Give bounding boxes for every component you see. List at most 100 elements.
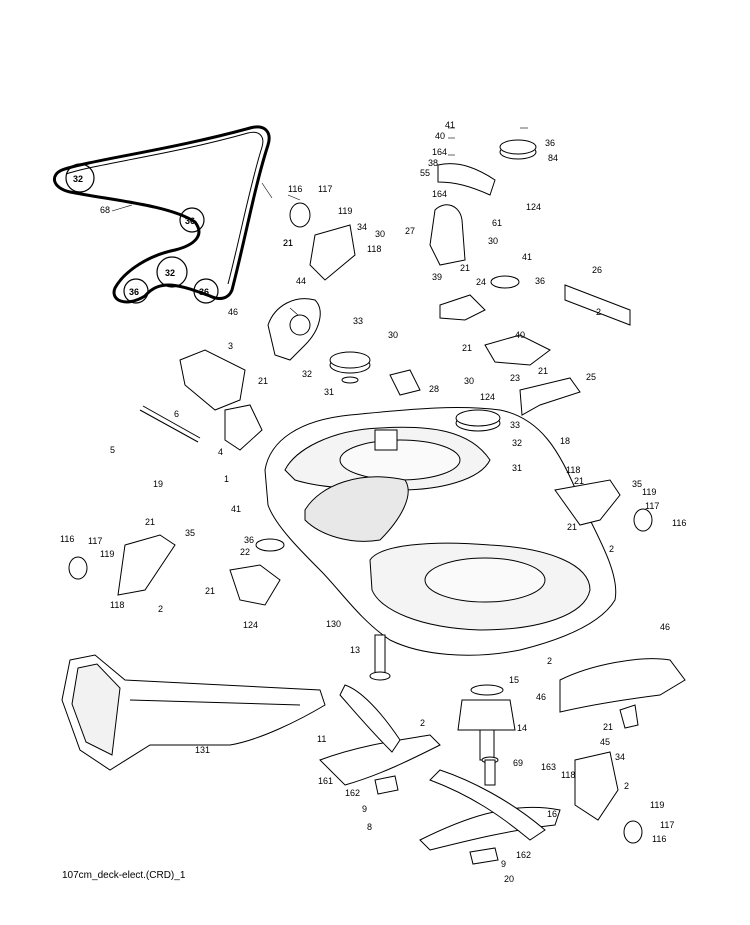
part-callout: 22	[240, 547, 250, 557]
part-callout: 27	[405, 226, 415, 236]
part-callout: 26	[592, 265, 602, 275]
belt-pulley-label: 32	[165, 268, 175, 278]
belt-pulley-36-left	[123, 278, 149, 304]
part-callout: 21	[283, 238, 293, 248]
part-callout: 31	[324, 387, 334, 397]
part-callout: 40	[515, 330, 525, 340]
part-callout: 18	[560, 436, 570, 446]
part-callout: 4	[218, 447, 223, 457]
part-callout: 40	[435, 131, 445, 141]
part-callout: 9	[501, 859, 506, 869]
part-callout: 31	[512, 463, 522, 473]
belt-routing-diagram	[53, 125, 271, 304]
part-callout: 116	[288, 184, 302, 194]
part-callout: 69	[513, 758, 523, 768]
part-callout: 117	[318, 184, 332, 194]
belt-pulley-36-right	[193, 278, 219, 304]
part-callout: 46	[228, 307, 238, 317]
part-callout: 119	[338, 206, 352, 216]
part-callout: 5	[110, 445, 115, 455]
belt-pulley-32-top	[65, 163, 95, 193]
belt-pulley-label: 32	[73, 174, 83, 184]
left-blade-2	[339, 684, 401, 753]
blades	[319, 684, 561, 851]
part-callout: 119	[100, 549, 114, 559]
part-callout: 15	[509, 675, 519, 685]
belt-pulley-label: 36	[185, 216, 195, 226]
part-callout: 3	[228, 341, 233, 351]
belt-pulley-label: 36	[199, 287, 209, 297]
discharge-chute	[61, 654, 326, 771]
part-callout: 124	[480, 392, 495, 402]
part-callout: 161	[318, 776, 333, 786]
part-callout: 25	[586, 372, 596, 382]
part-callout: 21	[460, 263, 470, 273]
part-callout: 21	[205, 586, 215, 596]
part-callout: 21	[603, 722, 613, 732]
part-callout: 130	[326, 619, 341, 629]
part-callout: 164	[432, 147, 447, 157]
part-callout: 30	[375, 229, 385, 239]
diagram-caption: 107cm_deck-elect.(CRD)_1	[62, 870, 186, 881]
part-callout: 162	[345, 788, 360, 798]
side-deflector	[559, 658, 686, 713]
part-callout: 13	[350, 645, 360, 655]
part-callout: 21	[462, 343, 472, 353]
part-callout: 119	[642, 487, 656, 497]
part-callout: 41	[231, 504, 241, 514]
part-callout: 41	[522, 252, 532, 262]
drive-belt	[53, 125, 271, 304]
part-callout: 2	[624, 781, 629, 791]
part-callout: 36	[244, 535, 254, 545]
part-callout: 118	[110, 600, 124, 610]
mower-deck-housing	[264, 407, 617, 656]
part-callout: 163	[541, 762, 556, 772]
part-callout: 55	[420, 168, 430, 178]
belt-labels: 32 36 32 36 36 68	[73, 174, 209, 297]
part-callout: 2	[596, 307, 601, 317]
part-callout: 11	[317, 734, 326, 744]
part-callout: 46	[660, 622, 670, 632]
part-callout: 16	[547, 809, 557, 819]
belt-callout: 68	[100, 205, 110, 215]
part-callout: 30	[464, 376, 474, 386]
part-callout: 21	[283, 238, 293, 248]
part-callout: 33	[510, 420, 520, 430]
part-callout: 124	[526, 202, 541, 212]
part-callout: 116	[672, 518, 686, 528]
part-callout: 21	[538, 366, 548, 376]
part-callout: 45	[600, 737, 610, 747]
part-callout: 14	[517, 723, 527, 733]
part-callout: 118	[566, 465, 580, 475]
part-callout: 9	[362, 804, 367, 814]
part-callout: 117	[88, 536, 102, 546]
part-callout: 24	[476, 277, 486, 287]
belt-pulley-36-mid	[179, 207, 205, 233]
part-callout: 21	[574, 476, 584, 486]
part-callout: 131	[195, 745, 210, 755]
part-callout: 119	[650, 800, 664, 810]
upper-assemblies	[68, 139, 653, 865]
part-callout: 1	[224, 474, 229, 484]
part-callout: 23	[510, 373, 520, 383]
part-callout: 117	[645, 501, 659, 511]
part-callout: 34	[615, 752, 625, 762]
part-callout: 2	[420, 718, 425, 728]
part-callout: 33	[353, 316, 363, 326]
part-callout: 6	[174, 409, 179, 419]
left-blade	[319, 734, 441, 786]
part-callout: 38	[428, 158, 438, 168]
part-callout: 116	[652, 834, 666, 844]
part-callout: 44	[296, 276, 306, 286]
part-callout: 46	[536, 692, 546, 702]
part-callout: 32	[302, 369, 312, 379]
part-callout: 2	[158, 604, 163, 614]
part-callout: 21	[258, 376, 268, 386]
part-callout: 124	[243, 620, 258, 630]
part-callout: 162	[516, 850, 531, 860]
part-callout: 36	[535, 276, 545, 286]
part-callout: 2	[547, 656, 552, 666]
part-callout: 21	[567, 522, 577, 532]
